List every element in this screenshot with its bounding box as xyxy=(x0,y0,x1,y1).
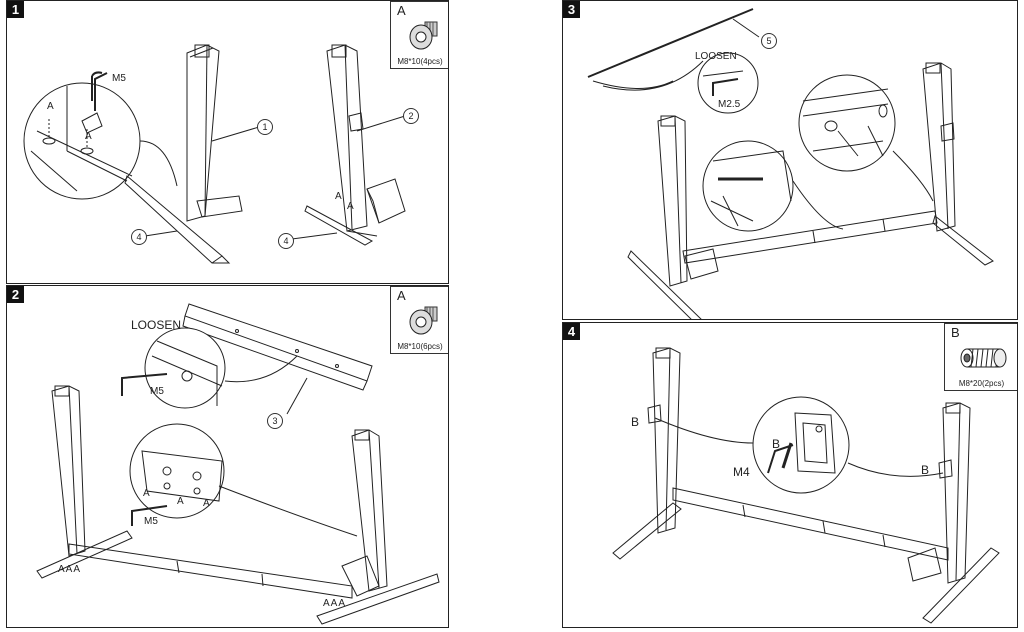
leg-column-right xyxy=(938,402,971,584)
step-panel-3: 3 xyxy=(562,0,1018,320)
hex-key-label: M5 xyxy=(144,516,158,527)
detail-magnifier-brackets xyxy=(129,423,225,526)
step-number: 2 xyxy=(7,286,24,303)
screw-icon xyxy=(409,306,438,335)
screw-label-a: A xyxy=(47,101,54,112)
part-spec: M8*20(2pcs) xyxy=(958,379,1005,388)
step-number: 3 xyxy=(563,1,580,18)
screw-label-a: AAA xyxy=(58,564,82,575)
detail-magnifier-loosen xyxy=(121,327,226,409)
loosen-label: LOOSEN xyxy=(695,51,737,62)
leg-column-right xyxy=(922,62,956,232)
loosen-label: LOOSEN xyxy=(131,318,182,332)
screw-label-a: A xyxy=(203,498,210,509)
leg-column-left xyxy=(51,385,86,557)
leg-column-1 xyxy=(186,44,220,222)
step-number: 1 xyxy=(7,1,24,18)
detail-magnifier xyxy=(23,71,141,200)
hex-key-label: M4 xyxy=(733,465,750,479)
assembly-illustration xyxy=(36,303,440,625)
hex-key-label: M5 xyxy=(112,73,126,84)
callout-part-2: 2 xyxy=(403,108,419,124)
callout-part-1: 1 xyxy=(257,119,273,135)
assembly-illustration xyxy=(23,44,406,264)
crossbar-beam xyxy=(182,303,373,391)
detail-magnifier-bracket xyxy=(798,74,896,172)
callout-part-4: 4 xyxy=(278,233,294,249)
part-letter: A xyxy=(397,288,406,303)
detail-magnifier-loosen xyxy=(697,52,759,114)
screw-label-a: A xyxy=(177,496,184,507)
screw-label-a: A xyxy=(143,488,150,499)
step-panel-1: 1 A M8*10(4pcs) xyxy=(6,0,449,284)
part-spec: M8*10(6pcs) xyxy=(397,342,443,351)
motor-housing-2 xyxy=(366,178,406,224)
detail-magnifier-screw xyxy=(702,140,794,232)
callout-part-4: 4 xyxy=(131,229,147,245)
foot-left xyxy=(612,502,682,560)
bottom-rail xyxy=(672,487,949,561)
step-number: 4 xyxy=(563,323,580,340)
screw-label-a: AAA xyxy=(323,598,347,609)
callout-part-3: 3 xyxy=(267,413,283,429)
part-box-a: A M8*10(4pcs) xyxy=(390,1,448,69)
foot-right xyxy=(907,547,1000,624)
foot-1 xyxy=(124,175,243,264)
bottom-rail xyxy=(68,543,353,599)
hex-key-label: M5 xyxy=(150,386,164,397)
screw-label-a: A xyxy=(347,201,354,212)
bottom-rail xyxy=(682,210,938,264)
foot-left xyxy=(627,248,719,319)
part-spec: M8*10(4pcs) xyxy=(397,57,443,66)
assembly-illustration xyxy=(612,347,1000,624)
step-panel-4: 4 B M8*20(2pcs) xyxy=(562,322,1018,628)
screw-label-a: A xyxy=(335,191,342,202)
detail-magnifier-bracket xyxy=(752,396,850,494)
screw-icon xyxy=(409,21,438,50)
callout-part-5: 5 xyxy=(761,33,777,49)
part-box-a: A M8*10(6pcs) xyxy=(390,286,448,354)
foot-2 xyxy=(304,205,378,246)
assembly-illustration xyxy=(587,8,994,319)
part-letter: B xyxy=(951,325,960,340)
threaded-rod-icon xyxy=(587,8,754,91)
threaded-rod-icon xyxy=(960,348,1007,368)
hex-key-label: M2.5 xyxy=(718,99,741,110)
step-panel-2: 2 A M8*10(6pcs) xyxy=(6,285,449,628)
bolt-label-b: B xyxy=(631,415,640,429)
foot-right xyxy=(932,215,994,266)
screw-label-a: A xyxy=(85,131,92,142)
leg-column-right xyxy=(351,429,388,592)
part-box-b: B M8*20(2pcs) xyxy=(944,323,1017,391)
bolt-label-b: B xyxy=(921,463,930,477)
leg-column-left xyxy=(657,115,688,287)
part-letter: A xyxy=(397,3,406,18)
foot-left xyxy=(36,530,133,579)
bolt-label-b: B xyxy=(772,437,781,451)
